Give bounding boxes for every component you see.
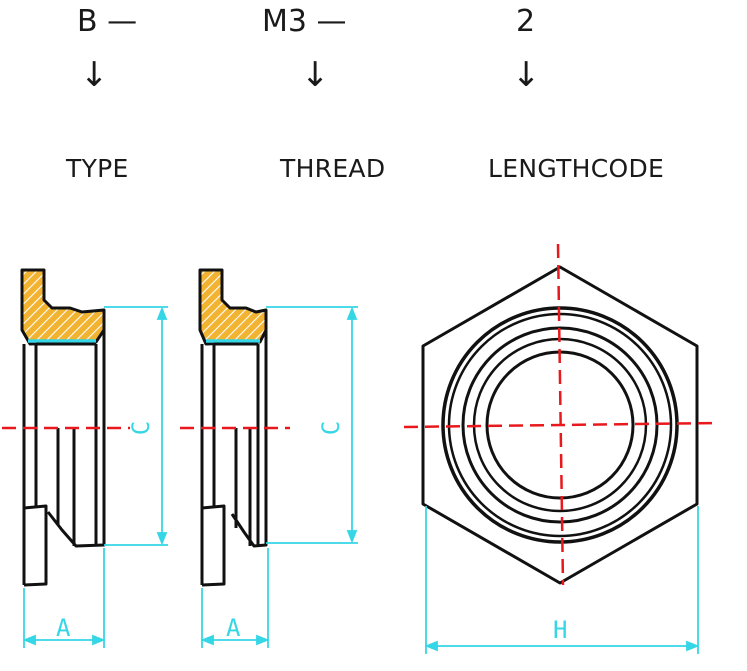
hex-front-view (403, 243, 719, 654)
type-arrow-icon: ↓ (80, 55, 109, 95)
thread-label: THREAD (280, 154, 386, 183)
type-code-dash: — (107, 4, 138, 39)
hex-outline (421, 265, 699, 585)
length-code: 2 (516, 4, 535, 39)
dim-label-c-1: C (127, 420, 156, 436)
dim-label-h: H (553, 616, 568, 644)
type-label: TYPE (66, 154, 129, 183)
type-code: B — (77, 4, 137, 39)
dim-label-a-2: A (226, 614, 241, 642)
flange-section-2 (198, 268, 268, 346)
thread-arrow-icon: ↓ (301, 55, 330, 95)
thread-code-value: M3 (262, 4, 307, 39)
lengthcode-label: LENGTHCODE (488, 154, 665, 183)
thread-code: M3 — (262, 4, 347, 39)
centerline-v-3 (556, 243, 565, 586)
flange-section-1 (20, 268, 106, 346)
length-code-value: 2 (516, 4, 536, 39)
dim-label-c-2: C (317, 420, 346, 436)
dim-label-a-1: A (56, 614, 71, 642)
length-arrow-icon: ↓ (512, 55, 541, 95)
side-view-1 (2, 268, 168, 648)
side-view-2 (180, 268, 358, 648)
type-code-value: B (77, 4, 98, 39)
thread-code-dash: — (316, 4, 347, 39)
